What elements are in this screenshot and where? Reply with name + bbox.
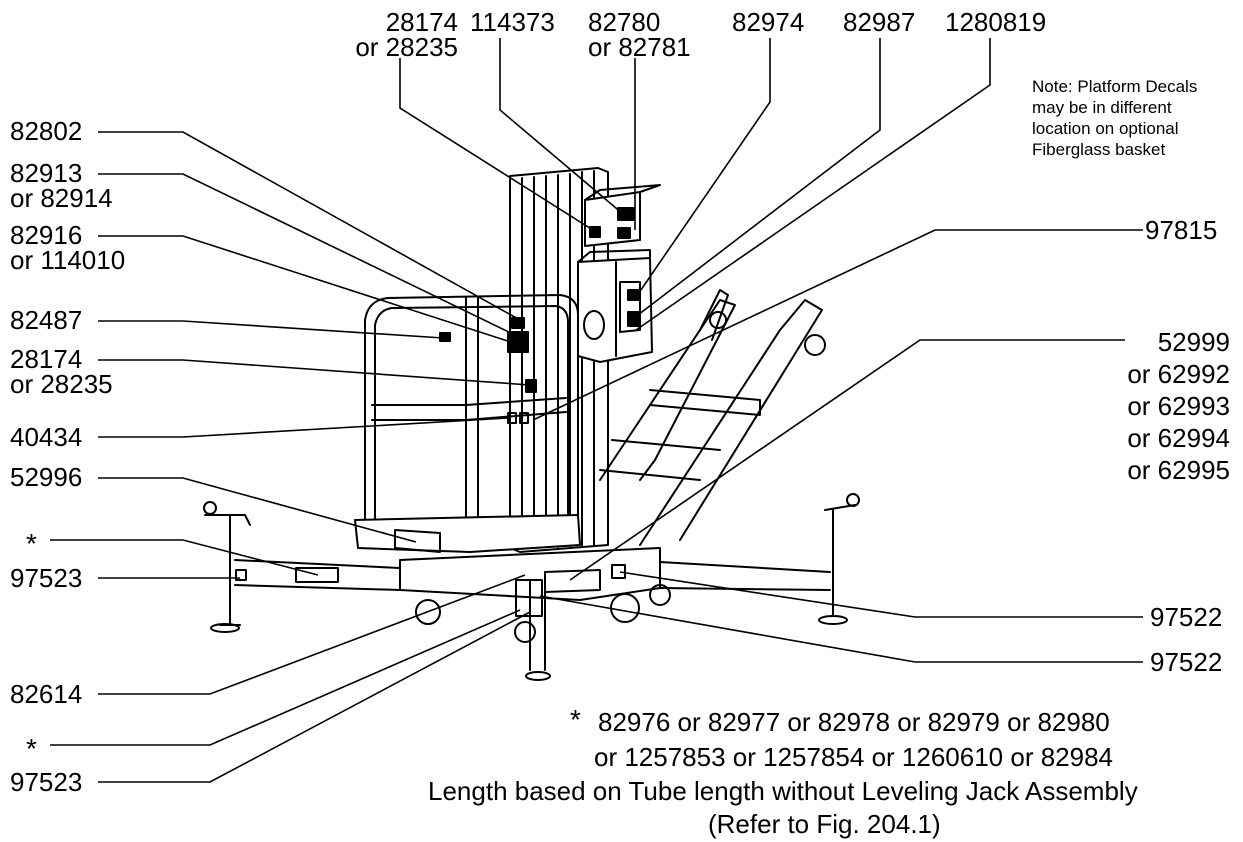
label-97523-left: 97523 [10, 563, 83, 593]
leader-40434 [98, 417, 509, 438]
leader-52999 [569, 339, 1125, 581]
note-line4: Fiberglass basket [1032, 140, 1166, 159]
label-top-28174-line2: or 28235 [355, 32, 458, 62]
lift-machine-drawing [203, 167, 860, 681]
label-asterisk-bottom: * [26, 733, 37, 764]
leader-97523-bottom [98, 611, 531, 783]
label-asterisk-left: * [26, 528, 37, 559]
leader-82974 [633, 38, 771, 301]
label-28174-left-line2: or 28235 [10, 369, 113, 399]
label-82802: 82802 [10, 116, 83, 146]
leader-28174-left [98, 359, 531, 386]
leader-asterisk-left [50, 539, 319, 576]
footnote-line4: (Refer to Fig. 204.1) [708, 809, 941, 839]
leader-52996 [98, 477, 417, 543]
label-52999-group: 52999 or 62992 or 62993 or 62994 or 6299… [1100, 326, 1230, 486]
label-52996: 52996 [10, 462, 83, 492]
note-line3: location on optional [1032, 119, 1179, 138]
leader-82802 [98, 131, 521, 321]
label-52999-line5: or 62995 [1127, 455, 1230, 485]
label-82614: 82614 [10, 679, 83, 709]
label-top-28174-line1: 28174 [385, 7, 458, 37]
footnote-asterisk: * [570, 704, 581, 735]
leader-82913 [98, 173, 516, 336]
leader-asterisk-bottom [50, 609, 521, 746]
leader-82916 [98, 235, 521, 346]
footnote-line3: Length based on Tube length without Leve… [428, 776, 1138, 806]
wheel [514, 621, 536, 643]
label-82913-line2: or 82914 [10, 183, 113, 213]
label-97522-a: 97522 [1150, 602, 1223, 632]
leader-82614 [98, 574, 526, 695]
label-top-82987: 82987 [843, 7, 916, 37]
front-outrigger [529, 574, 546, 671]
wheel [649, 584, 671, 606]
leader-lines [50, 38, 1143, 783]
label-top-82780-line1: 82780 [588, 7, 661, 37]
label-top-28174: 28174 or 28235 [348, 7, 458, 62]
label-top-82780-line2: or 82781 [588, 32, 691, 62]
label-28174-left-line1: 28174 [10, 344, 83, 374]
leader-82487 [98, 320, 444, 339]
leader-97522-b [539, 595, 1143, 663]
label-97523-bottom: 97523 [10, 767, 83, 797]
wheel [610, 593, 640, 623]
leader-1280819 [635, 38, 991, 331]
label-82487: 82487 [10, 305, 83, 335]
platform-basket [364, 294, 579, 521]
label-97522-b: 97522 [1150, 647, 1223, 677]
label-40434: 40434 [10, 422, 83, 452]
label-52999-line3: or 62993 [1127, 391, 1230, 421]
label-52999-line4: or 62994 [1127, 423, 1230, 453]
label-top-114373: 114373 [470, 7, 555, 37]
footnote-line1: 82976 or 82977 or 82978 or 82979 or 8298… [598, 707, 1110, 737]
label-top-82780: 82780 or 82781 [588, 7, 691, 62]
tow-handle [599, 299, 736, 481]
leader-28174-top [399, 58, 597, 233]
note-line2: may be in different [1032, 98, 1172, 117]
label-82916-line1: 82916 [10, 220, 83, 250]
label-82913: 82913 or 82914 [10, 158, 113, 213]
leader-114373 [499, 38, 624, 215]
note-line1: Note: Platform Decals [1032, 77, 1198, 96]
wheel [415, 599, 441, 625]
right-outrigger [659, 509, 834, 616]
label-top-82974: 82974 [732, 7, 805, 37]
leader-97522-a [619, 571, 1143, 618]
leader-82987 [633, 38, 881, 319]
label-82913-line1: 82913 [10, 158, 83, 188]
label-28174-left: 28174 or 28235 [10, 344, 113, 399]
left-outrigger [219, 514, 401, 626]
label-top-1280819: 1280819 [945, 7, 1047, 37]
label-97815: 97815 [1145, 215, 1218, 245]
leader-97815 [532, 229, 1143, 421]
footnote-line2: or 1257853 or 1257854 or 1260610 or 8298… [594, 742, 1113, 772]
platform-decal-note: Note: Platform Decals may be in differen… [1032, 76, 1197, 160]
label-52999-line2: or 62992 [1127, 359, 1230, 389]
label-82916-line2: or 114010 [10, 245, 126, 275]
label-52999-line1: 52999 [1157, 327, 1230, 357]
label-82916: 82916 or 114010 [10, 220, 126, 275]
